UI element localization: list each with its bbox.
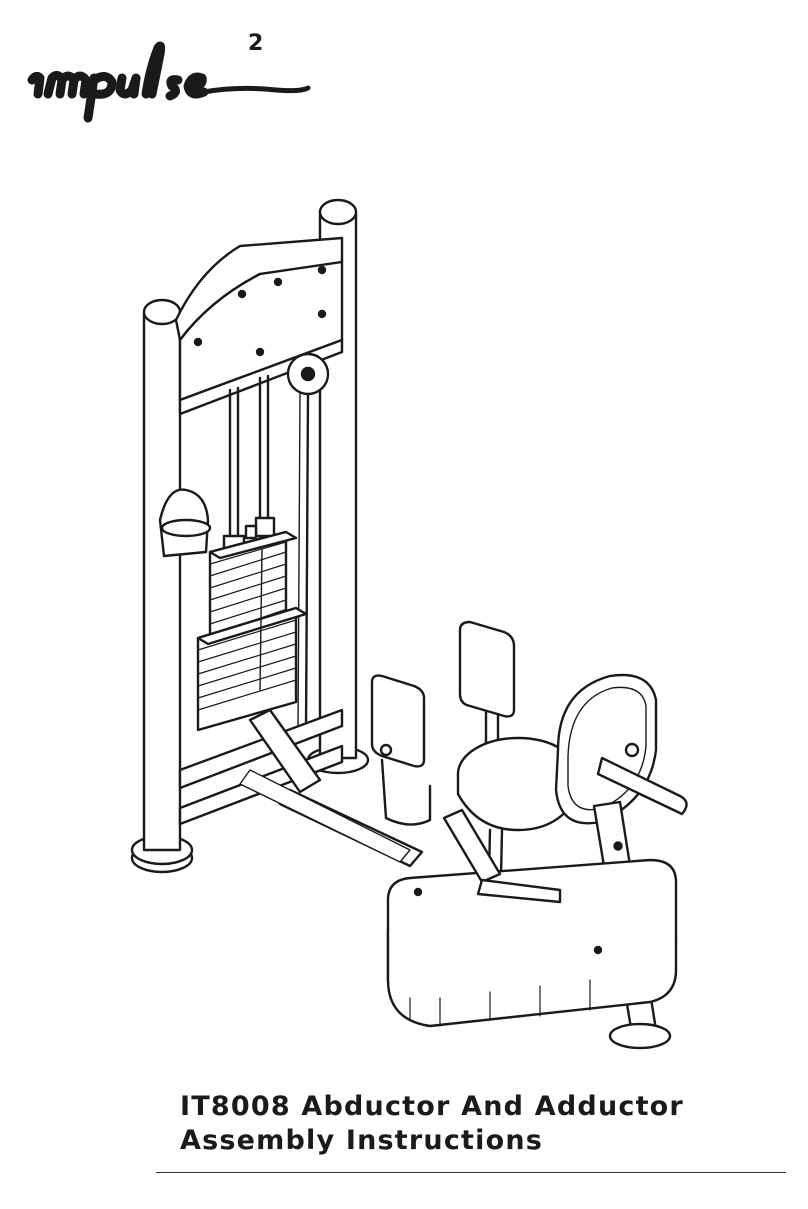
abductor-adductor-machine-illustration-icon: [130, 198, 688, 1050]
brand-script-logo-icon: 2 impulse: [18, 20, 311, 123]
machine-illustration: [110, 190, 710, 1070]
logo-text: impulse: [18, 20, 22, 21]
brand-logo: 2 impulse: [18, 20, 318, 130]
title-underline-divider: [156, 1172, 786, 1173]
logo-superscript: 2: [248, 31, 263, 56]
document-title: IT8008 Abductor And Adductor Assembly In…: [180, 1090, 790, 1158]
title-line-2: Assembly Instructions: [180, 1125, 544, 1156]
title-line-1: IT8008 Abductor And Adductor: [180, 1091, 684, 1122]
